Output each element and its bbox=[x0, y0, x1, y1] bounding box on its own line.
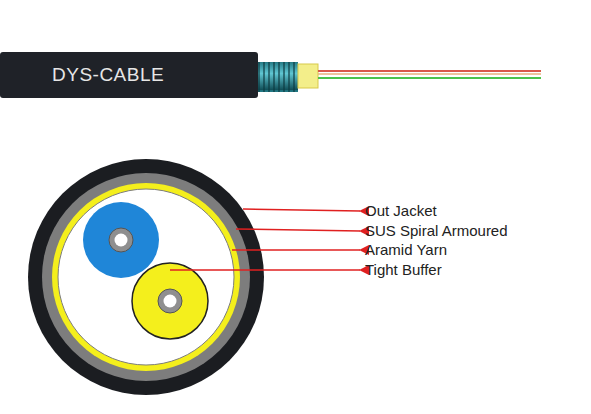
aramid-yarn bbox=[298, 64, 318, 88]
cable-print: DYS-CABLE bbox=[52, 64, 164, 86]
fiber-orange bbox=[318, 73, 541, 75]
yellow-tight-buffer bbox=[132, 263, 208, 339]
fiber-cladding bbox=[109, 228, 133, 252]
leader-lines bbox=[170, 209, 360, 270]
spiral-armour bbox=[256, 62, 298, 92]
blue-tight-buffer bbox=[83, 202, 159, 278]
part-label: Tight Buffer bbox=[365, 261, 442, 279]
sus-armour-ring bbox=[42, 173, 250, 381]
leader-line bbox=[243, 209, 360, 211]
aramid-ring bbox=[52, 183, 240, 371]
leader-line bbox=[236, 229, 360, 231]
part-label: Aramid Yarn bbox=[365, 241, 447, 259]
leader-line bbox=[170, 269, 360, 271]
fiber-core bbox=[164, 295, 177, 308]
fiber-red bbox=[318, 70, 541, 72]
part-label: SUS Spiral Armoured bbox=[365, 222, 508, 240]
out-jacket bbox=[28, 159, 264, 395]
part-label: Out Jacket bbox=[365, 202, 437, 220]
core-space bbox=[58, 189, 234, 365]
leader-line bbox=[232, 249, 360, 251]
cable-side-view bbox=[256, 62, 541, 92]
fiber-green bbox=[318, 77, 541, 79]
cable-jacket: DYS-CABLE bbox=[0, 52, 258, 98]
fiber-core bbox=[115, 234, 128, 247]
cable-cross-section bbox=[28, 159, 264, 395]
fiber-cladding bbox=[158, 289, 182, 313]
